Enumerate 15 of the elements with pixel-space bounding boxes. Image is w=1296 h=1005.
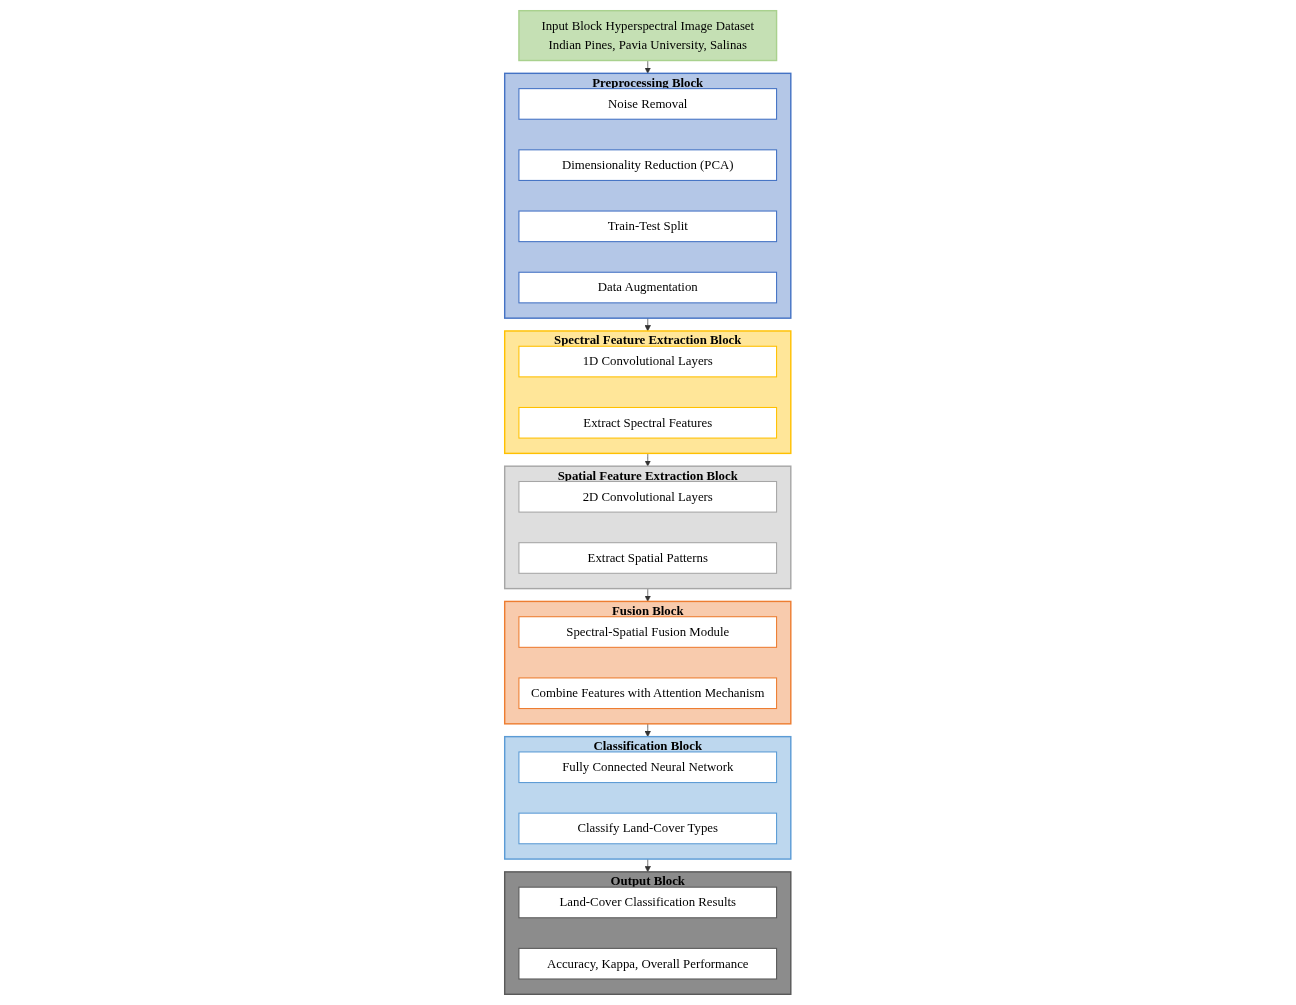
node-box: Spectral-Spatial Fusion Module	[518, 616, 778, 648]
node-box: 2D Convolutional Layers	[518, 480, 778, 513]
node-box: Combine Features with Attention Mechanism	[518, 677, 778, 710]
node-box: Noise Removal	[518, 88, 778, 120]
node-box: 1D Convolutional Layers	[518, 345, 778, 378]
node-box: Accuracy, Kappa, Overall Performance	[518, 947, 778, 980]
node-box: Input Block Hyperspectral Image Dataset Indian Pines, Pavia University, Salinas	[518, 10, 778, 62]
node-box: Dimensionality Reduction (PCA)	[518, 149, 778, 181]
node-box: Train-Test Split	[518, 210, 778, 243]
node-box: Classify Land-Cover Types	[518, 812, 778, 845]
node-box: Extract Spectral Features	[518, 406, 778, 439]
node-box: Land-Cover Classification Results	[518, 886, 778, 919]
node-box: Extract Spatial Patterns	[518, 542, 778, 574]
node-box: Data Augmentation	[518, 271, 778, 304]
node-box: Fully Connected Neural Network	[518, 751, 778, 784]
